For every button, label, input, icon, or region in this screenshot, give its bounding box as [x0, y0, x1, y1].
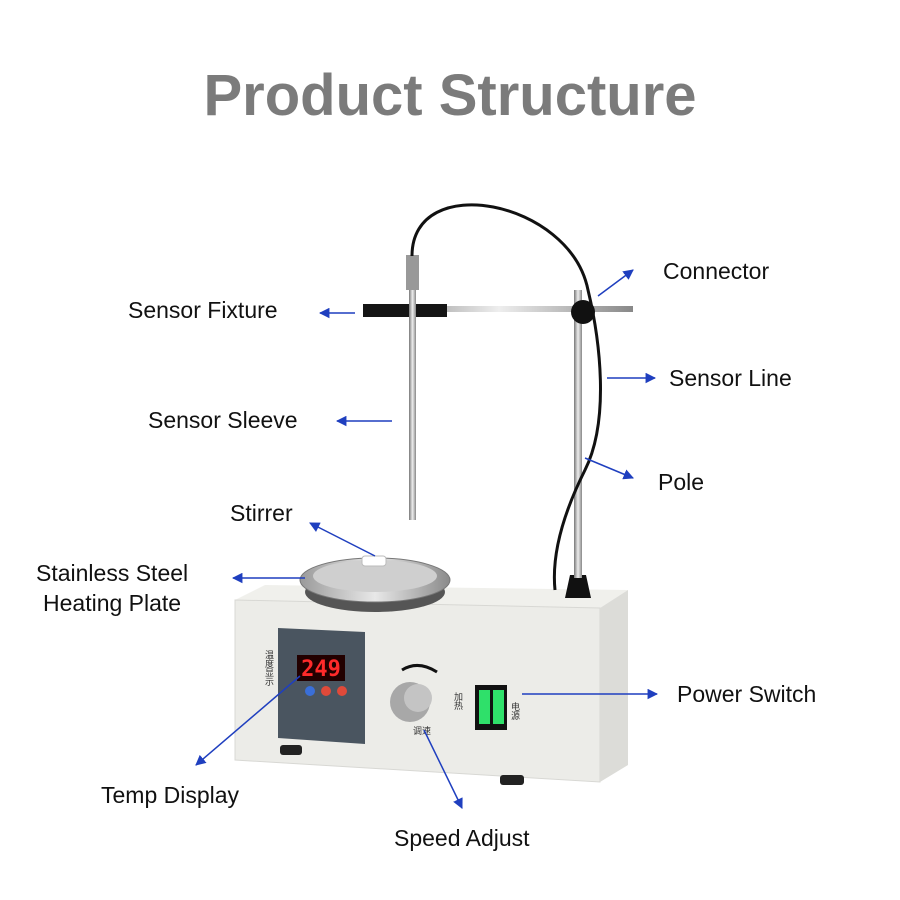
connector-ball: [571, 300, 595, 324]
label-stirrer: Stirrer: [230, 500, 293, 526]
label-connector: Connector: [663, 258, 770, 284]
label-heating-plate-1: Stainless Steel: [36, 560, 189, 586]
panel-text-power: 电源: [509, 701, 520, 721]
label-speed-adjust: Speed Adjust: [394, 825, 530, 851]
sensor-line: [410, 203, 602, 591]
panel-text-speed: 调速: [413, 726, 431, 737]
label-sensor-line: Sensor Line: [669, 365, 792, 391]
label-heating-plate-2: Heating Plate: [43, 590, 182, 616]
label-pole: Pole: [658, 469, 705, 495]
power-switch-illustration: 加热 电源: [452, 685, 520, 730]
callout-arrows: [195, 269, 659, 809]
temp-display-panel: 249 温度显示: [263, 628, 365, 744]
label-sensor-fixture: Sensor Fixture: [128, 297, 278, 323]
stirrer-bar: [361, 555, 387, 567]
sensor-fixture: [363, 304, 447, 317]
label-temp-display: Temp Display: [101, 782, 240, 808]
speed-knob: 调速: [390, 664, 438, 737]
label-power-switch: Power Switch: [677, 681, 817, 707]
pole: [363, 203, 633, 598]
page-title: Product Structure: [203, 63, 697, 128]
panel-text-temp: 温度显示: [263, 650, 274, 686]
panel-text-heat: 加热: [452, 692, 463, 711]
heating-plate: [299, 555, 451, 612]
sensor-sleeve: [409, 255, 416, 520]
label-sensor-sleeve: Sensor Sleeve: [148, 407, 298, 433]
temp-reading: 249: [301, 657, 341, 682]
